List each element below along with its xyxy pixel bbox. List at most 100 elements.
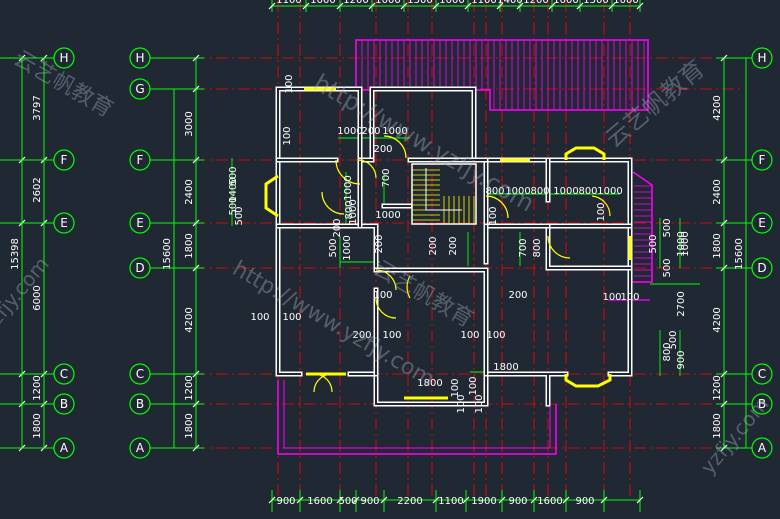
dim-text-bottom: 1600 bbox=[307, 496, 332, 507]
dim-top-tick bbox=[368, 2, 376, 10]
door-swing-9 bbox=[313, 373, 333, 393]
axis-label-left: A bbox=[136, 441, 145, 455]
dim-text-room: 800 bbox=[662, 342, 673, 361]
axis-label-left: C bbox=[136, 367, 144, 381]
dim-bottom-tick bbox=[462, 496, 470, 504]
dim-text-right-inner: 4200 bbox=[712, 307, 723, 332]
dim-text-room: 200 bbox=[361, 126, 380, 137]
axis-label-left: H bbox=[135, 51, 144, 65]
door-swing-10 bbox=[313, 373, 333, 393]
door-swing-6 bbox=[547, 235, 571, 259]
bay-window-bottom-right bbox=[564, 374, 612, 388]
dim-right-tick bbox=[720, 156, 728, 164]
axis-label-left: E bbox=[136, 216, 144, 230]
dim-bottom-tick bbox=[296, 496, 304, 504]
dim-bottom-tick bbox=[600, 496, 608, 504]
dim-left-inner-tick bbox=[192, 85, 200, 93]
dim-text-right-total: 15600 bbox=[734, 238, 745, 270]
dimension-lines bbox=[14, 0, 752, 512]
axis-label-left: G bbox=[135, 82, 144, 96]
watermark-text: yzfjy.com bbox=[0, 252, 54, 339]
dim-text-left-inner: 2400 bbox=[184, 179, 195, 204]
door-swing-8 bbox=[375, 297, 397, 319]
staircase bbox=[411, 163, 477, 225]
dim-text-room: 100 bbox=[282, 126, 293, 145]
dim-text-left-inner: 1200 bbox=[184, 375, 195, 400]
dim-text-top: 1000 bbox=[439, 0, 464, 6]
dim-text-room: 100 bbox=[602, 292, 621, 303]
axis-bubble-right-h bbox=[751, 47, 773, 69]
dim-text-room: 800 bbox=[344, 200, 355, 219]
dim-right-tick bbox=[720, 219, 728, 227]
dim-text-room: 1000 bbox=[597, 186, 622, 197]
dim-bottom-tick bbox=[562, 496, 570, 504]
walls bbox=[264, 86, 633, 407]
dim-text-room: 700 bbox=[518, 238, 529, 257]
axis-label-left: F bbox=[137, 153, 144, 167]
axis-label-right: H bbox=[757, 51, 766, 65]
dim-bottom-tick bbox=[380, 496, 388, 504]
dim-text-room: 100 bbox=[486, 330, 505, 341]
dim-text-top: 1500 bbox=[583, 0, 608, 6]
dim-text-top: 1000 bbox=[375, 0, 400, 6]
axis-label-right: D bbox=[757, 261, 766, 275]
dim-text-room: 100 bbox=[450, 378, 461, 397]
dim-text-room: 1000 bbox=[348, 199, 359, 224]
axis-bubble-right-b bbox=[751, 393, 773, 415]
dim-text-right-inner: 1800 bbox=[712, 413, 723, 438]
dim-left-inner-tick bbox=[192, 444, 200, 452]
dim-text-bottom: 2200 bbox=[397, 496, 422, 507]
axis-bubble-right-f bbox=[751, 149, 773, 171]
dim-right-tick bbox=[720, 264, 728, 272]
dim-text-room: 2700 bbox=[676, 291, 687, 316]
watermark-text: yzfjy.com bbox=[696, 392, 774, 479]
axis-bubble-right-c bbox=[751, 363, 773, 385]
axis-label-outer: E bbox=[60, 216, 68, 230]
dim-text-left-inner: 1800 bbox=[184, 233, 195, 258]
dim-bottom-tick bbox=[432, 496, 440, 504]
door-swing-2 bbox=[321, 191, 345, 215]
dim-left-inner-tick bbox=[192, 370, 200, 378]
watermark-text: 云艺帆教育 bbox=[600, 55, 710, 154]
dim-text-bottom: 1900 bbox=[471, 496, 496, 507]
dim-top-tick bbox=[548, 2, 556, 10]
stair-arrow bbox=[425, 168, 462, 211]
dim-left-inner-tick bbox=[192, 400, 200, 408]
dim-text-right-inner: 2400 bbox=[712, 179, 723, 204]
dim-text-room: 500 bbox=[662, 258, 673, 277]
dim-text-room: 800 bbox=[485, 186, 504, 197]
dim-text-room: 1400 bbox=[228, 177, 239, 202]
dimension-labels: HGFEDCBAHFEDCBAHFECBA3797260260001200180… bbox=[10, 0, 767, 507]
doors bbox=[313, 135, 611, 393]
side-railing bbox=[630, 171, 653, 283]
wall-core-2 bbox=[277, 159, 567, 405]
dim-right-tick bbox=[720, 400, 728, 408]
dim-text-bottom: 900 bbox=[575, 496, 594, 507]
dim-text-room: 100 bbox=[620, 292, 639, 303]
dim-text-room: 800 bbox=[530, 186, 549, 197]
dim-text-room: 1000 bbox=[343, 175, 354, 200]
dim-text-room: 200 bbox=[352, 330, 371, 341]
axis-label-right: F bbox=[759, 153, 766, 167]
dim-top-tick bbox=[268, 2, 276, 10]
front-terrace-railing-inner bbox=[283, 380, 551, 449]
dim-text-room: 800 bbox=[578, 186, 597, 197]
dim-text-left-outer-0: 3797 bbox=[32, 95, 43, 120]
dim-top-tick bbox=[576, 2, 584, 10]
wall-core-6 bbox=[547, 225, 631, 269]
dim-left-inner-tick bbox=[192, 156, 200, 164]
dim-bottom-tick bbox=[336, 496, 344, 504]
dim-top-tick bbox=[336, 2, 344, 10]
dim-text-room: 100 bbox=[282, 312, 301, 323]
dim-right-tick bbox=[720, 370, 728, 378]
axis-label-right: E bbox=[758, 216, 766, 230]
wall-core-4 bbox=[375, 269, 487, 375]
dim-top-tick bbox=[302, 2, 310, 10]
dim-text-room: 800 bbox=[532, 238, 543, 257]
dim-text-left-outer-2: 6000 bbox=[32, 285, 43, 310]
dim-left-inner-tick bbox=[192, 219, 200, 227]
dim-text-left-outer-3: 1200 bbox=[32, 375, 43, 400]
dim-text-right-inner: 1200 bbox=[712, 375, 723, 400]
axis-label-outer: C bbox=[60, 367, 68, 381]
